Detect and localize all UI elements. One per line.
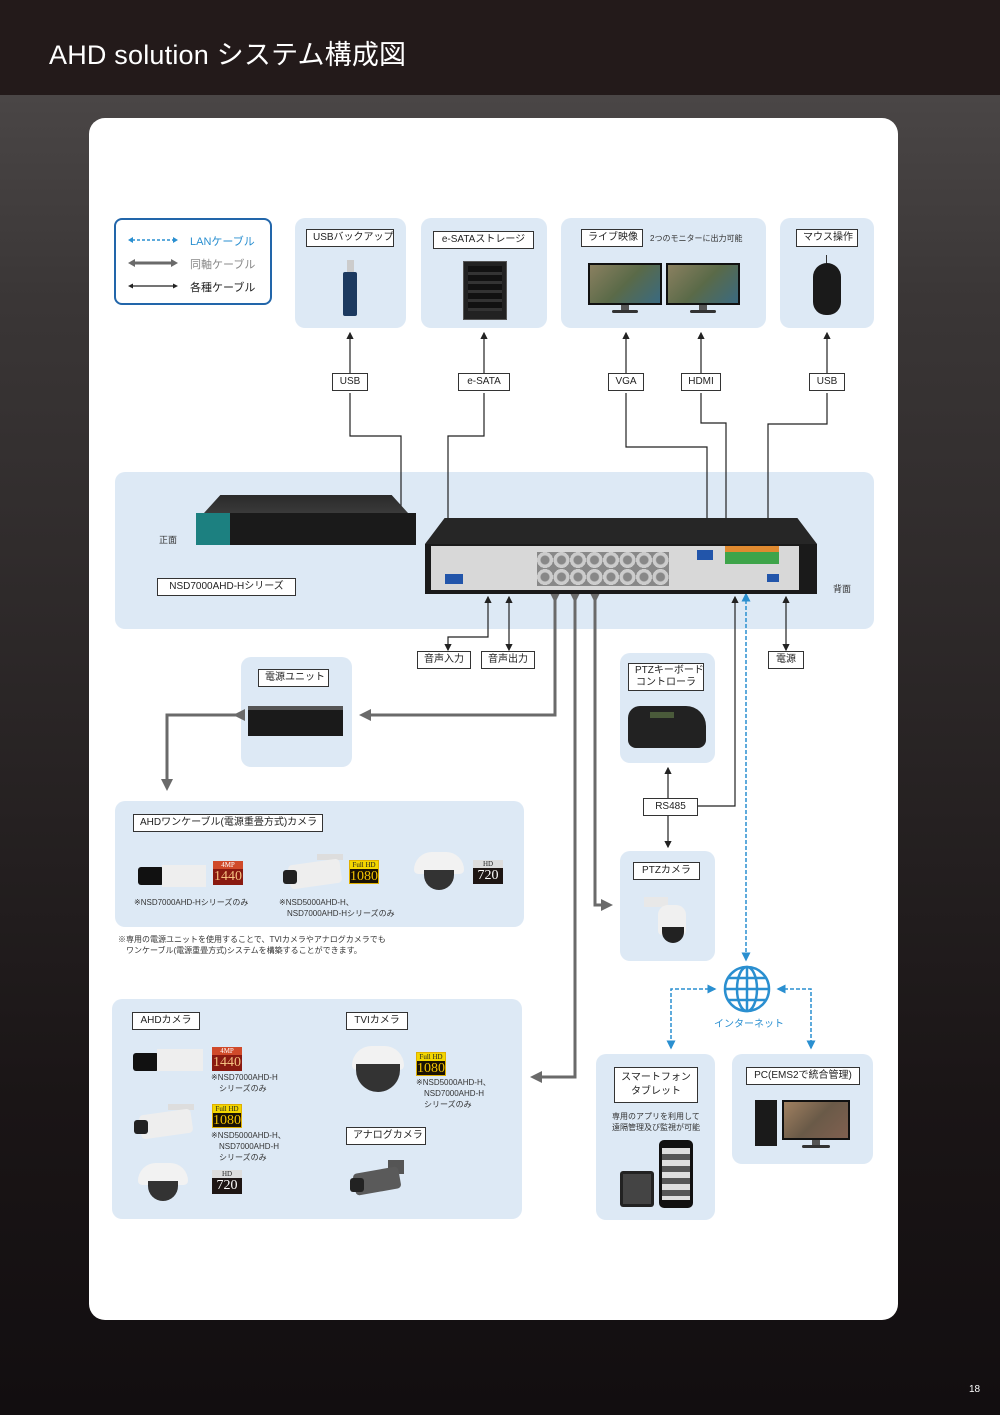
series-label: NSD7000AHD-Hシリーズ: [157, 578, 296, 596]
camera-note: ※NSD7000AHD-Hシリーズのみ: [134, 898, 249, 907]
box-camera-image: [138, 863, 206, 887]
one-cable-label: AHDワンケーブル(電源重畳方式)カメラ: [133, 814, 323, 832]
header-bar: [0, 0, 1000, 95]
bullet-camera-image: [134, 1104, 196, 1142]
hdmi-port-label: HDMI: [681, 373, 721, 391]
power-label: 電源: [768, 651, 804, 669]
vga-line: [625, 393, 708, 550]
smartphone-label-line: タブレット: [631, 1086, 681, 1097]
camera-note: ※NSD5000AHD-H、 NSD7000AHD-H シリーズのみ: [211, 1131, 286, 1162]
ptz-camera-image: [644, 897, 688, 945]
page-number: 18: [969, 1384, 981, 1395]
ptz-keyboard-image: [628, 706, 706, 748]
hdmi-line: [700, 393, 727, 575]
audio-in-label: 音声入力: [417, 651, 471, 669]
bullet-camera-image: [283, 854, 345, 890]
vga-port-label: VGA: [608, 373, 644, 391]
storage-icon: [463, 261, 507, 320]
usb-mouse-port-label: USB: [809, 373, 845, 391]
camera-note: ※NSD5000AHD-H、 NSD7000AHD-H シリーズのみ: [416, 1078, 491, 1109]
power-unit-label: 電源ユニット: [258, 669, 329, 687]
power-unit-image: [248, 706, 343, 736]
smartphone-note: 専用のアプリを利用して 遠隔管理及び監視が可能: [612, 1112, 700, 1132]
audio-out-label: 音声出力: [481, 651, 535, 669]
page-title: AHD solution システム構成図: [49, 40, 407, 70]
ptz-keyboard-label: PTZキーボード コントローラ: [628, 663, 704, 691]
one-cable-footnote: ※専用の電源ユニットを使用することで、TVIカメラやアナログカメラでも ワンケー…: [118, 935, 386, 955]
other-cable-icon: [128, 283, 178, 289]
mouse-label: マウス操作: [796, 229, 858, 247]
legend: LANケーブル 同軸ケーブル 各種ケーブル: [114, 218, 272, 305]
esata-label: e-SATAストレージ: [433, 231, 534, 249]
usb-mouse-line: [767, 393, 828, 570]
esata-port-label: e-SATA: [458, 373, 510, 391]
analog-camera-label: アナログカメラ: [346, 1127, 426, 1145]
tablet-icon: [620, 1171, 654, 1207]
live-video-note: 2つのモニターに出力可能: [650, 234, 743, 243]
ahd-camera-label: AHDカメラ: [132, 1012, 200, 1030]
legend-label: LANケーブル: [190, 236, 255, 248]
audio-in-line: [444, 595, 492, 652]
coax-ptz-line: [589, 591, 613, 911]
smartphone-icon: [659, 1140, 693, 1208]
camera-note: ※NSD7000AHD-H シリーズのみ: [211, 1073, 278, 1093]
ptz-keyboard-label-line: コントローラ: [636, 677, 696, 688]
usb-backup-label: USBバックアップ: [306, 229, 394, 247]
camera-note: ※NSD5000AHD-H、 NSD7000AHD-Hシリーズのみ: [279, 898, 395, 918]
front-label: 正面: [159, 535, 178, 545]
box-camera-image: [133, 1047, 203, 1073]
live-video-label: ライブ映像: [581, 229, 643, 247]
globe-icon: [722, 964, 772, 1014]
mouse-icon: [813, 255, 841, 317]
dome-camera-image: [138, 1163, 188, 1201]
monitor-icon: [588, 263, 662, 315]
smartphone-label: スマートフォン タブレット: [614, 1067, 698, 1103]
pc-label: PC(EMS2で統合管理): [746, 1067, 860, 1085]
smartphone-label-line: スマートフォン: [621, 1072, 691, 1083]
dome-camera-image: [352, 1046, 404, 1094]
legend-label: 各種ケーブル: [190, 282, 256, 294]
rs485-line: [698, 595, 739, 807]
monitor-icon: [782, 1100, 850, 1150]
coax-cable-icon: [128, 259, 178, 267]
recorder-front-image: [196, 495, 416, 547]
usb-port-label: USB: [332, 373, 368, 391]
recorder-back-image: [425, 518, 817, 596]
bullet-camera-image: [350, 1160, 408, 1198]
usb-backup-line: [349, 393, 402, 545]
internet-label: インターネット: [714, 1019, 784, 1030]
monitor-icon: [666, 263, 740, 315]
lan-smartphone-line: [666, 984, 717, 1050]
pc-tower-icon: [755, 1100, 777, 1146]
dome-camera-image: [414, 852, 464, 890]
rs485-label: RS485: [643, 798, 698, 816]
coax-camera-line: [530, 591, 581, 1083]
usb-stick-icon: [343, 260, 357, 316]
lan-cable-icon: [128, 237, 178, 243]
lan-pc-line: [776, 984, 816, 1050]
esata-line: [447, 393, 485, 548]
legend-label: 同軸ケーブル: [190, 259, 256, 271]
ptz-camera-label: PTZカメラ: [633, 862, 700, 880]
ptz-keyboard-label-line: PTZキーボード: [635, 665, 704, 676]
coax-one-cable-line: [161, 709, 245, 791]
tvi-camera-label: TVIカメラ: [346, 1012, 408, 1030]
back-label: 背面: [833, 584, 852, 594]
